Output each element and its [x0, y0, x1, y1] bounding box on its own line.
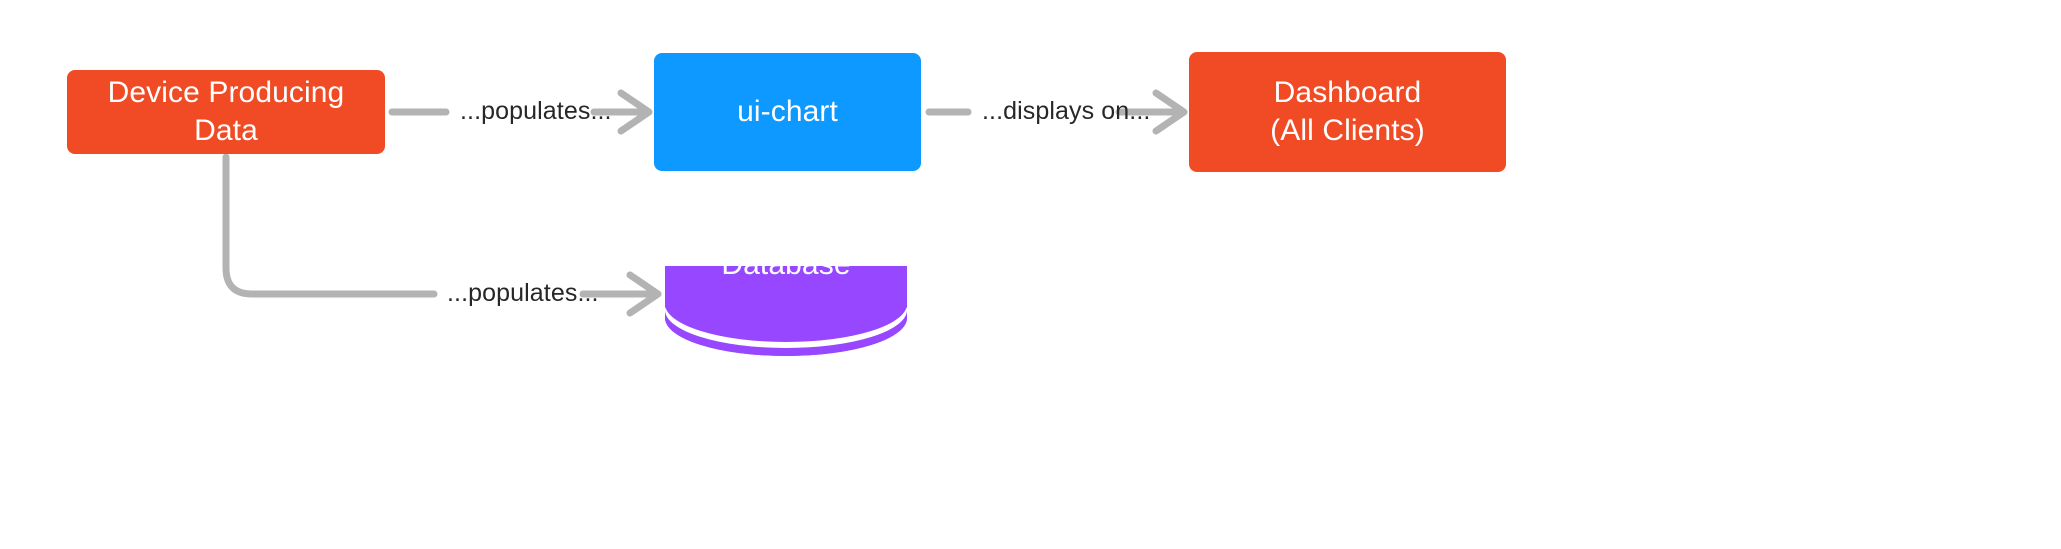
node-dashboard-label: Dashboard (All Clients): [1270, 75, 1425, 147]
node-database[interactable]: Database: [665, 228, 907, 356]
edge-device-to-database-arrowhead: [626, 271, 662, 317]
node-device-producing-data[interactable]: Device Producing Data: [67, 70, 385, 154]
edge-label-populates-database: ...populates...: [447, 279, 599, 307]
node-database-label: Database: [721, 248, 851, 281]
edge-device-to-uichart-arrowhead: [617, 89, 653, 135]
edge-device-to-database-path: [222, 153, 438, 298]
edge-label-populates-ui-chart: ...populates...: [460, 97, 612, 125]
node-device-producing-data-label: Device Producing Data: [107, 75, 345, 147]
node-dashboard[interactable]: Dashboard (All Clients): [1189, 52, 1506, 172]
node-ui-chart-label: ui-chart: [737, 94, 838, 128]
edge-uichart-to-dashboard-arrowhead: [1152, 89, 1188, 135]
edge-label-displays-on: ...displays on...: [982, 97, 1151, 125]
database-cylinder-icon: [665, 266, 907, 356]
node-ui-chart[interactable]: ui-chart: [654, 53, 921, 171]
